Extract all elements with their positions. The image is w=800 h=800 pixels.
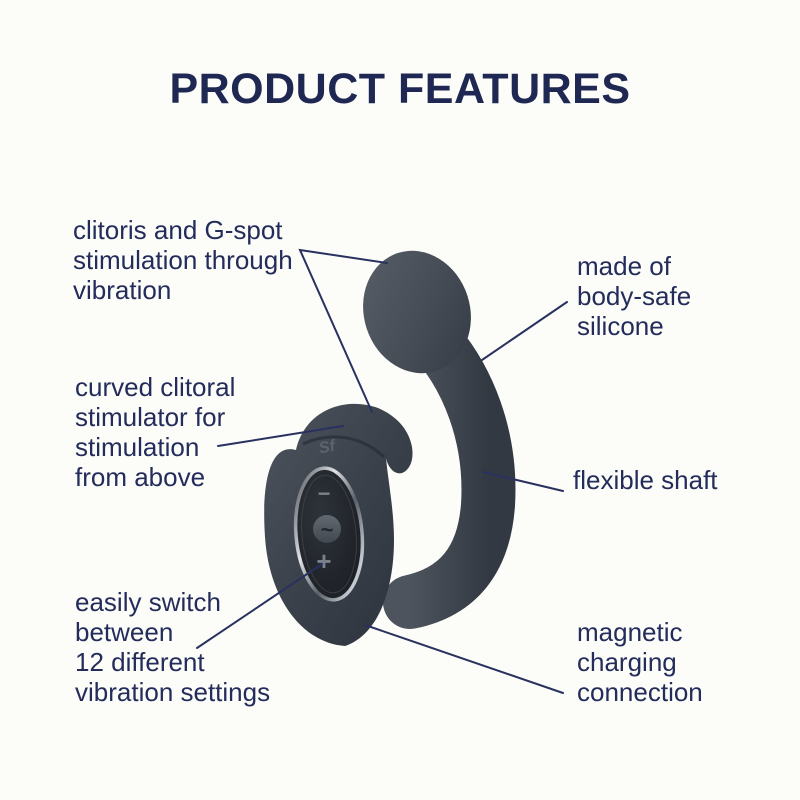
device-head [363, 250, 471, 374]
plus-button-icon[interactable]: + [316, 546, 331, 576]
page-title: PRODUCT FEATURES [169, 65, 631, 113]
callout-line-flexible-shaft [482, 471, 564, 492]
callout-line-curved-stimulator [217, 425, 344, 447]
callout-flexible-shaft: flexible shaft [573, 465, 718, 495]
minus-button-icon[interactable]: − [318, 481, 331, 506]
device-shaft [383, 303, 516, 629]
device-illustration: − ~ + Sf [264, 250, 516, 646]
callout-line-magnetic-charging [364, 624, 564, 694]
callout-clitoris-gspot: clitoris and G-spot stimulation through … [73, 215, 293, 305]
callout-magnetic-charging: magnetic charging connection [577, 617, 703, 707]
callout-line-vibration-settings [196, 563, 323, 649]
callout-curved-stimulator: curved clitoral stimulator for stimulati… [75, 372, 236, 492]
callout-line-clitoris-gspot [298, 248, 388, 413]
hood-crevice [302, 435, 386, 459]
satisfyer-logo-icon: Sf [317, 437, 338, 457]
wave-button-icon[interactable]: ~ [321, 517, 334, 542]
callout-body-safe: made of body-safe silicone [577, 251, 692, 341]
callout-line-body-safe [481, 301, 568, 361]
wave-button[interactable] [313, 515, 341, 543]
callout-vibration-settings: easily switch between 12 different vibra… [75, 587, 271, 707]
control-panel-inner-rim [301, 474, 357, 594]
callout-lines [196, 248, 568, 694]
